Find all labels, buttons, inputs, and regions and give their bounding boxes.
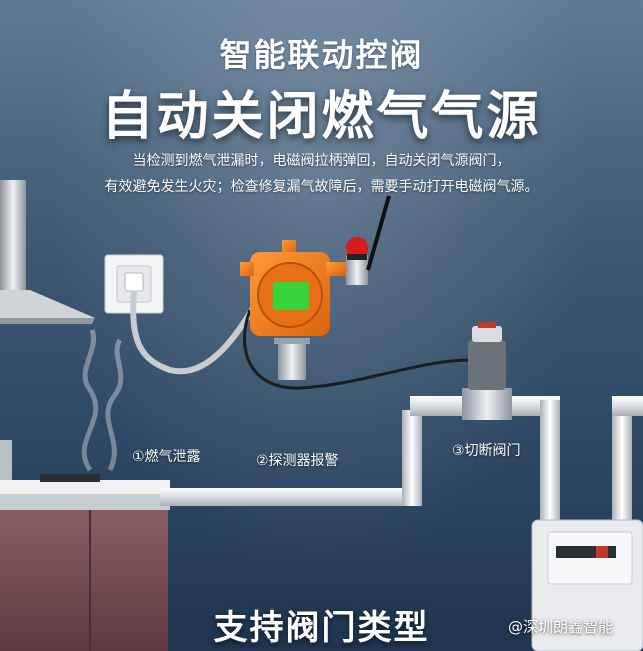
description-line-1: 当检测到燃气泄漏时，电磁阀拉柄弹回，自动关闭气源阀门，: [132, 153, 511, 169]
watermark: @深圳朗鑫智能: [508, 618, 614, 636]
power-cable: [130, 291, 261, 375]
step-detector-alarm: ②探测器报警: [256, 453, 339, 469]
wall-socket: [104, 254, 164, 314]
subtitle: 智能联动控阀: [219, 36, 424, 74]
footer-title: 支持阀门类型: [213, 608, 430, 648]
gas-meter: [531, 519, 643, 651]
signal-cable: [242, 309, 471, 390]
gas-pipeline: [160, 396, 643, 560]
detector-screen: [273, 282, 309, 310]
description-line-2: 有效避免发生火灾；检查修复漏气故障后，需要手动打开电磁阀气源。: [104, 179, 539, 195]
alarm-light: [346, 237, 368, 259]
page-title: 自动关闭燃气气源: [101, 87, 542, 147]
kitchen-cabinet: [0, 440, 170, 651]
step-gas-leak: ①燃气泄露: [132, 449, 201, 465]
step-cut-valve: ③切断阀门: [452, 443, 521, 459]
gas-leak-smoke: [81, 329, 124, 472]
shutoff-valve: [462, 322, 512, 420]
range-hood: [0, 180, 95, 324]
gas-detector: [240, 195, 391, 380]
